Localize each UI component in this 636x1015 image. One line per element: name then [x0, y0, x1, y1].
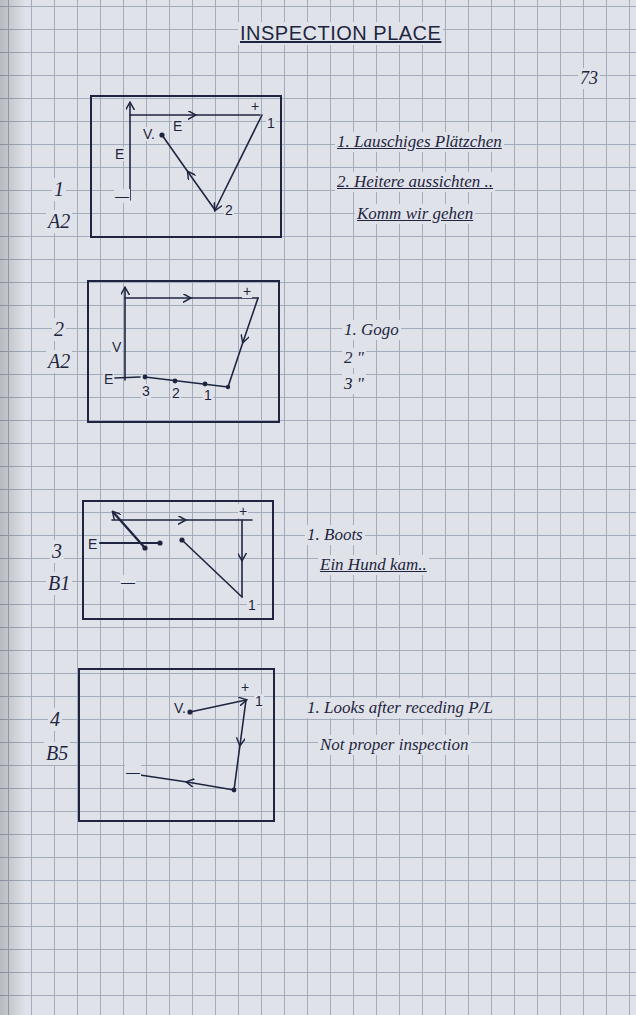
- scene-number: 3: [50, 540, 64, 563]
- stage-mark: E: [114, 147, 125, 161]
- stage-mark: +: [250, 99, 260, 113]
- note: 2 ": [342, 348, 366, 368]
- stage-mark: +: [238, 504, 248, 518]
- stage-mark: V: [111, 340, 122, 354]
- stage-mark: 2: [171, 386, 181, 400]
- page-title: INSPECTION PLACE: [238, 22, 443, 45]
- grade-mark: B5: [44, 742, 70, 765]
- stage-mark: 1: [247, 598, 257, 612]
- note: 3 ": [342, 374, 366, 394]
- grade-mark: A2: [46, 350, 72, 373]
- page-number: 73: [578, 68, 600, 89]
- stage-mark: 2: [224, 203, 234, 217]
- scene-number: 1: [52, 178, 66, 201]
- note: Not proper inspection: [318, 735, 471, 755]
- stage-mark: 1: [254, 694, 264, 708]
- stage-mark: E: [87, 537, 98, 551]
- note: 1. Boots: [305, 525, 365, 545]
- stage-mark: E: [103, 372, 114, 386]
- grade-mark: B1: [46, 572, 72, 595]
- stage-box: + V. 1 —: [78, 668, 275, 822]
- stage-mark: —: [125, 765, 141, 779]
- note: 2. Heitere aussichten ..: [335, 172, 495, 192]
- stage-mark: E: [172, 119, 183, 133]
- stage-mark: 3: [141, 384, 151, 398]
- note: 1. Gogo: [342, 320, 401, 340]
- stage-mark: —: [120, 575, 136, 589]
- note: 1. Looks after receding P/L: [305, 698, 495, 718]
- stage-mark: 1: [203, 388, 213, 402]
- scene-number: 2: [52, 318, 66, 341]
- stage-box: + E — 1: [82, 500, 274, 620]
- scene-number: 4: [48, 708, 62, 731]
- note: Ein Hund kam..: [318, 555, 429, 575]
- stage-mark: +: [242, 284, 252, 298]
- stage-mark: V.: [173, 701, 187, 715]
- stage-mark: +: [240, 680, 250, 694]
- stage-mark: —: [114, 189, 130, 203]
- stage-box: + V E 3 2 1: [87, 280, 280, 423]
- stage-mark: V.: [142, 127, 156, 141]
- grade-mark: A2: [46, 210, 72, 233]
- note: 1. Lauschiges Plätzchen: [335, 132, 504, 152]
- stage-mark: 1: [266, 116, 276, 130]
- note: Komm wir gehen: [355, 204, 475, 224]
- stage-box: +1EV.E2—: [90, 95, 282, 238]
